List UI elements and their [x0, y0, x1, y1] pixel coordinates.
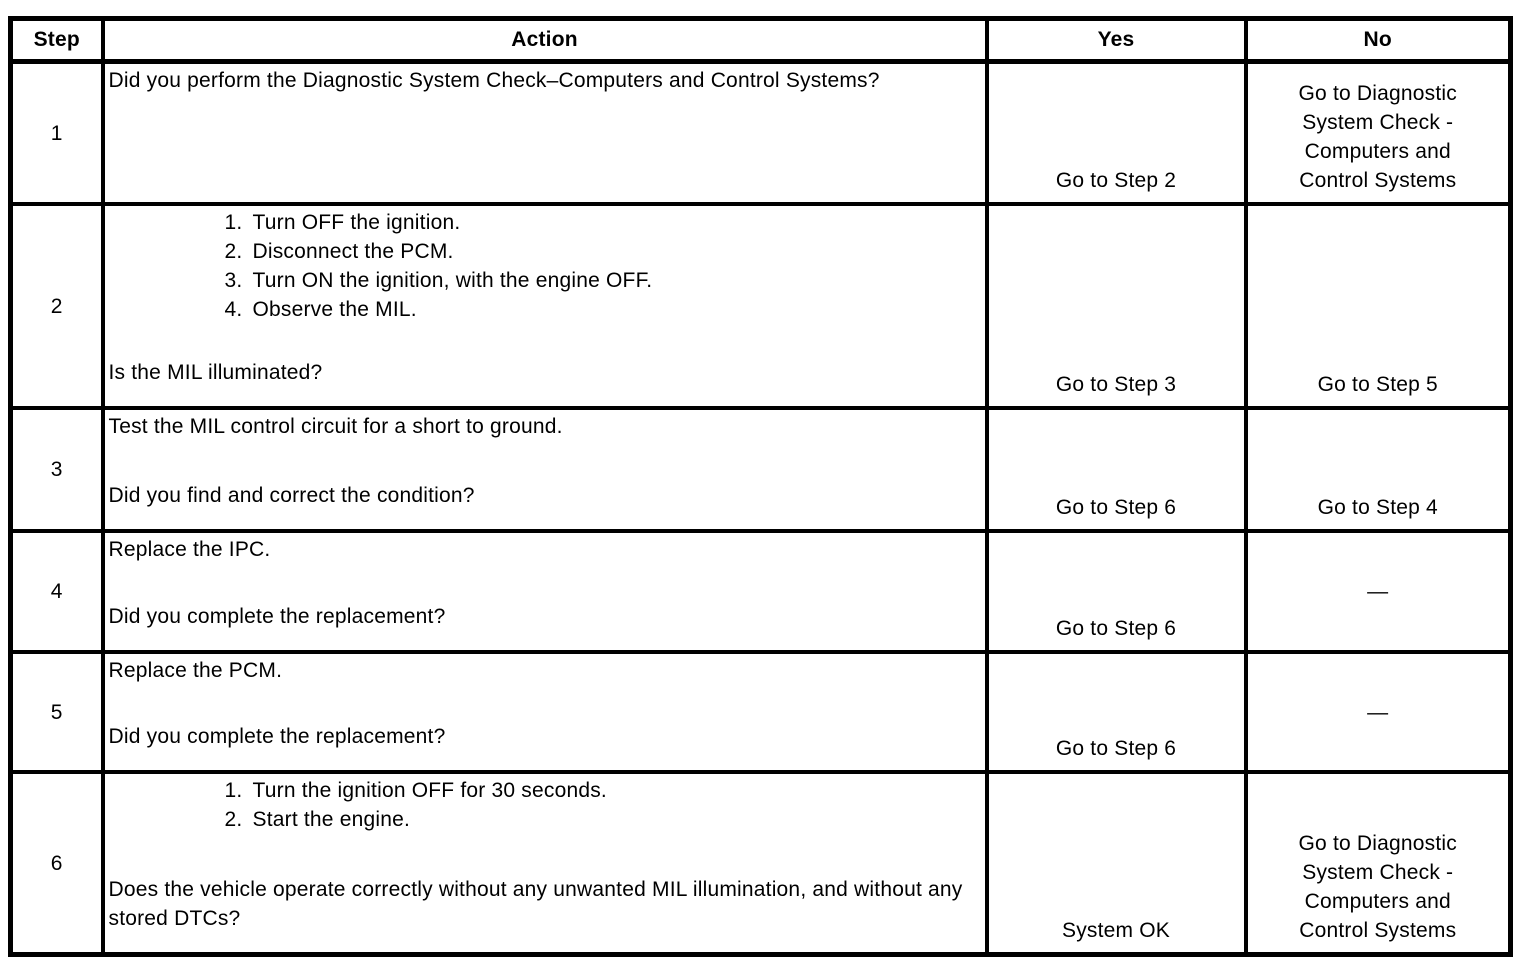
no-cell: —	[1243, 529, 1513, 654]
no-cell: —	[1243, 650, 1513, 774]
step-cell: 4	[8, 529, 105, 654]
no-cell: Go to Diagnostic System Check - Computer…	[1243, 59, 1513, 206]
action-text: Test the MIL control circuit for a short…	[108, 415, 563, 438]
action-cell: Turn the ignition OFF for 30 seconds.Sta…	[100, 770, 989, 957]
no-cell: Go to Step 5	[1243, 202, 1513, 410]
yes-cell: Go to Step 3	[984, 202, 1248, 410]
action-list-item: Turn the ignition OFF for 30 seconds.	[249, 776, 977, 805]
action-cell: Replace the IPC. Did you complete the rep…	[100, 529, 989, 654]
no-cell: Go to Step 4	[1243, 406, 1513, 533]
yes-cell: Go to Step 6	[984, 529, 1248, 654]
action-question: Does the vehicle operate correctly witho…	[108, 878, 963, 930]
action-question: Did you complete the replacement?	[108, 725, 446, 748]
action-content: Turn the ignition OFF for 30 seconds.Sta…	[109, 776, 977, 933]
action-question: Did you complete the replacement?	[108, 605, 446, 628]
action-question: Is the MIL illuminated?	[108, 361, 323, 384]
yes-cell: Go to Step 6	[984, 406, 1248, 533]
action-list-item: Disconnect the PCM.	[249, 237, 977, 266]
action-list-item: Turn ON the ignition, with the engine OF…	[249, 266, 977, 295]
header-row: Step Action Yes No	[8, 16, 1513, 64]
step-cell: 3	[8, 406, 105, 533]
column-header-step: Step	[8, 16, 105, 64]
action-content: Test the MIL control circuit for a short…	[109, 412, 977, 510]
action-list: Turn the ignition OFF for 30 seconds.Sta…	[109, 776, 977, 834]
action-cell: Turn OFF the ignition.Disconnect the PCM…	[100, 202, 989, 410]
action-list-item: Turn OFF the ignition.	[249, 208, 977, 237]
column-header-yes: Yes	[984, 16, 1248, 64]
yes-cell: Go to Step 2	[984, 59, 1248, 206]
action-question: Did you find and correct the condition?	[108, 484, 475, 507]
no-cell: Go to Diagnostic System Check - Computer…	[1243, 770, 1513, 957]
action-text: Replace the PCM.	[108, 659, 283, 682]
step-cell: 6	[8, 770, 105, 957]
action-content: Turn OFF the ignition.Disconnect the PCM…	[109, 208, 977, 387]
action-content: Replace the IPC. Did you complete the rep…	[109, 535, 977, 631]
action-cell: Did you perform the Diagnostic System Ch…	[100, 59, 989, 206]
step-cell: 5	[8, 650, 105, 774]
yes-cell: Go to Step 6	[984, 650, 1248, 774]
column-header-no: No	[1243, 16, 1513, 64]
action-cell: Replace the PCM. Did you complete the rep…	[100, 650, 989, 774]
action-text: Did you perform the Diagnostic System Ch…	[108, 69, 880, 92]
step-cell: 2	[8, 202, 105, 410]
action-cell: Test the MIL control circuit for a short…	[100, 406, 989, 533]
action-content: Did you perform the Diagnostic System Ch…	[109, 66, 977, 182]
yes-cell: System OK	[984, 770, 1248, 957]
action-list-item: Observe the MIL.	[249, 295, 977, 324]
action-text: Replace the IPC.	[108, 538, 271, 561]
column-header-action: Action	[100, 16, 989, 64]
table-row: 6Turn the ignition OFF for 30 seconds.St…	[8, 770, 1513, 957]
action-content: Replace the PCM. Did you complete the rep…	[109, 656, 977, 751]
table-row: 2Turn OFF the ignition.Disconnect the PC…	[8, 202, 1513, 410]
action-list-item: Start the engine.	[249, 805, 977, 834]
action-list: Turn OFF the ignition.Disconnect the PCM…	[109, 208, 977, 324]
step-cell: 1	[8, 59, 105, 206]
